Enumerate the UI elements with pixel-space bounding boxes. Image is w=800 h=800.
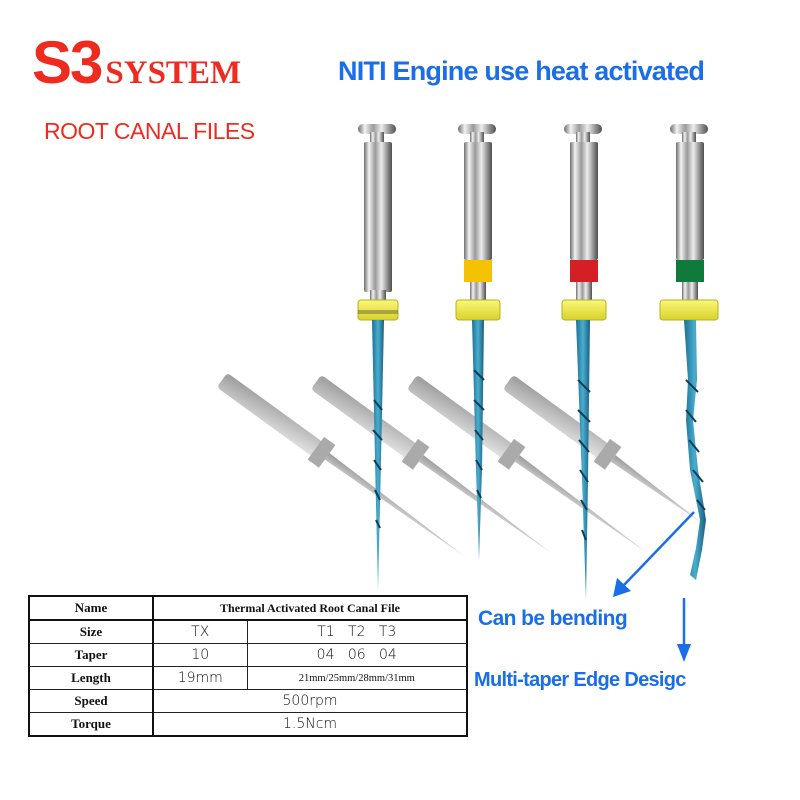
row-label: Speed: [28, 689, 154, 713]
brand-number: S3: [32, 29, 103, 96]
callout-bending: Can be bending: [478, 607, 628, 630]
file-shadow: [408, 376, 647, 553]
brand-word: SYSTEM: [105, 55, 242, 91]
callout-edge-design: Multi-taper Edge Desigc: [474, 669, 686, 691]
table-row: Taper 10 04 06 04: [28, 643, 468, 667]
table-row: Length 19mm 21mm/25mm/28mm/31mm: [28, 666, 468, 690]
callout-arrows: [613, 511, 695, 662]
table-row: Size TX T1 T2 T3: [28, 619, 468, 644]
row-label: Name: [28, 595, 154, 621]
t-values: 21mm/25mm/28mm/31mm: [246, 666, 468, 690]
torque-value: 1.5Ncm: [152, 712, 468, 737]
file-t2: [561, 124, 607, 600]
file-shadow: [218, 374, 465, 557]
t-values: T1 T2 T3: [246, 619, 468, 644]
tx-value: TX: [152, 619, 248, 644]
spec-table: Name Thermal Activated Root Canal File S…: [28, 595, 469, 737]
bending-arrow-head: [613, 578, 631, 597]
file-shadow: [504, 376, 703, 524]
t-values: 04 06 04: [246, 643, 468, 667]
product-name: Thermal Activated Root Canal File: [152, 595, 468, 621]
row-label: Torque: [28, 712, 154, 737]
row-label: Length: [28, 666, 154, 690]
speed-value: 500rpm: [152, 689, 468, 713]
file-t3: [659, 124, 719, 580]
row-label: Size: [28, 619, 154, 644]
file-shadows: [218, 374, 703, 557]
table-row: Name Thermal Activated Root Canal File: [28, 595, 468, 621]
edge-arrow-head: [677, 644, 691, 662]
tx-value: 10: [152, 643, 248, 667]
bending-arrow-line: [623, 511, 695, 586]
tx-value: 19mm: [152, 666, 248, 690]
file-shadow: [312, 376, 551, 553]
table-row: Torque 1.5Ncm: [28, 712, 468, 737]
row-label: Taper: [28, 643, 154, 667]
table-row: Speed 500rpm: [28, 689, 468, 713]
file-tx: [357, 124, 399, 590]
file-t1: [455, 124, 501, 560]
headline: NITI Engine use heat activated: [338, 56, 705, 86]
subtitle: ROOT CANAL FILES: [44, 118, 255, 144]
